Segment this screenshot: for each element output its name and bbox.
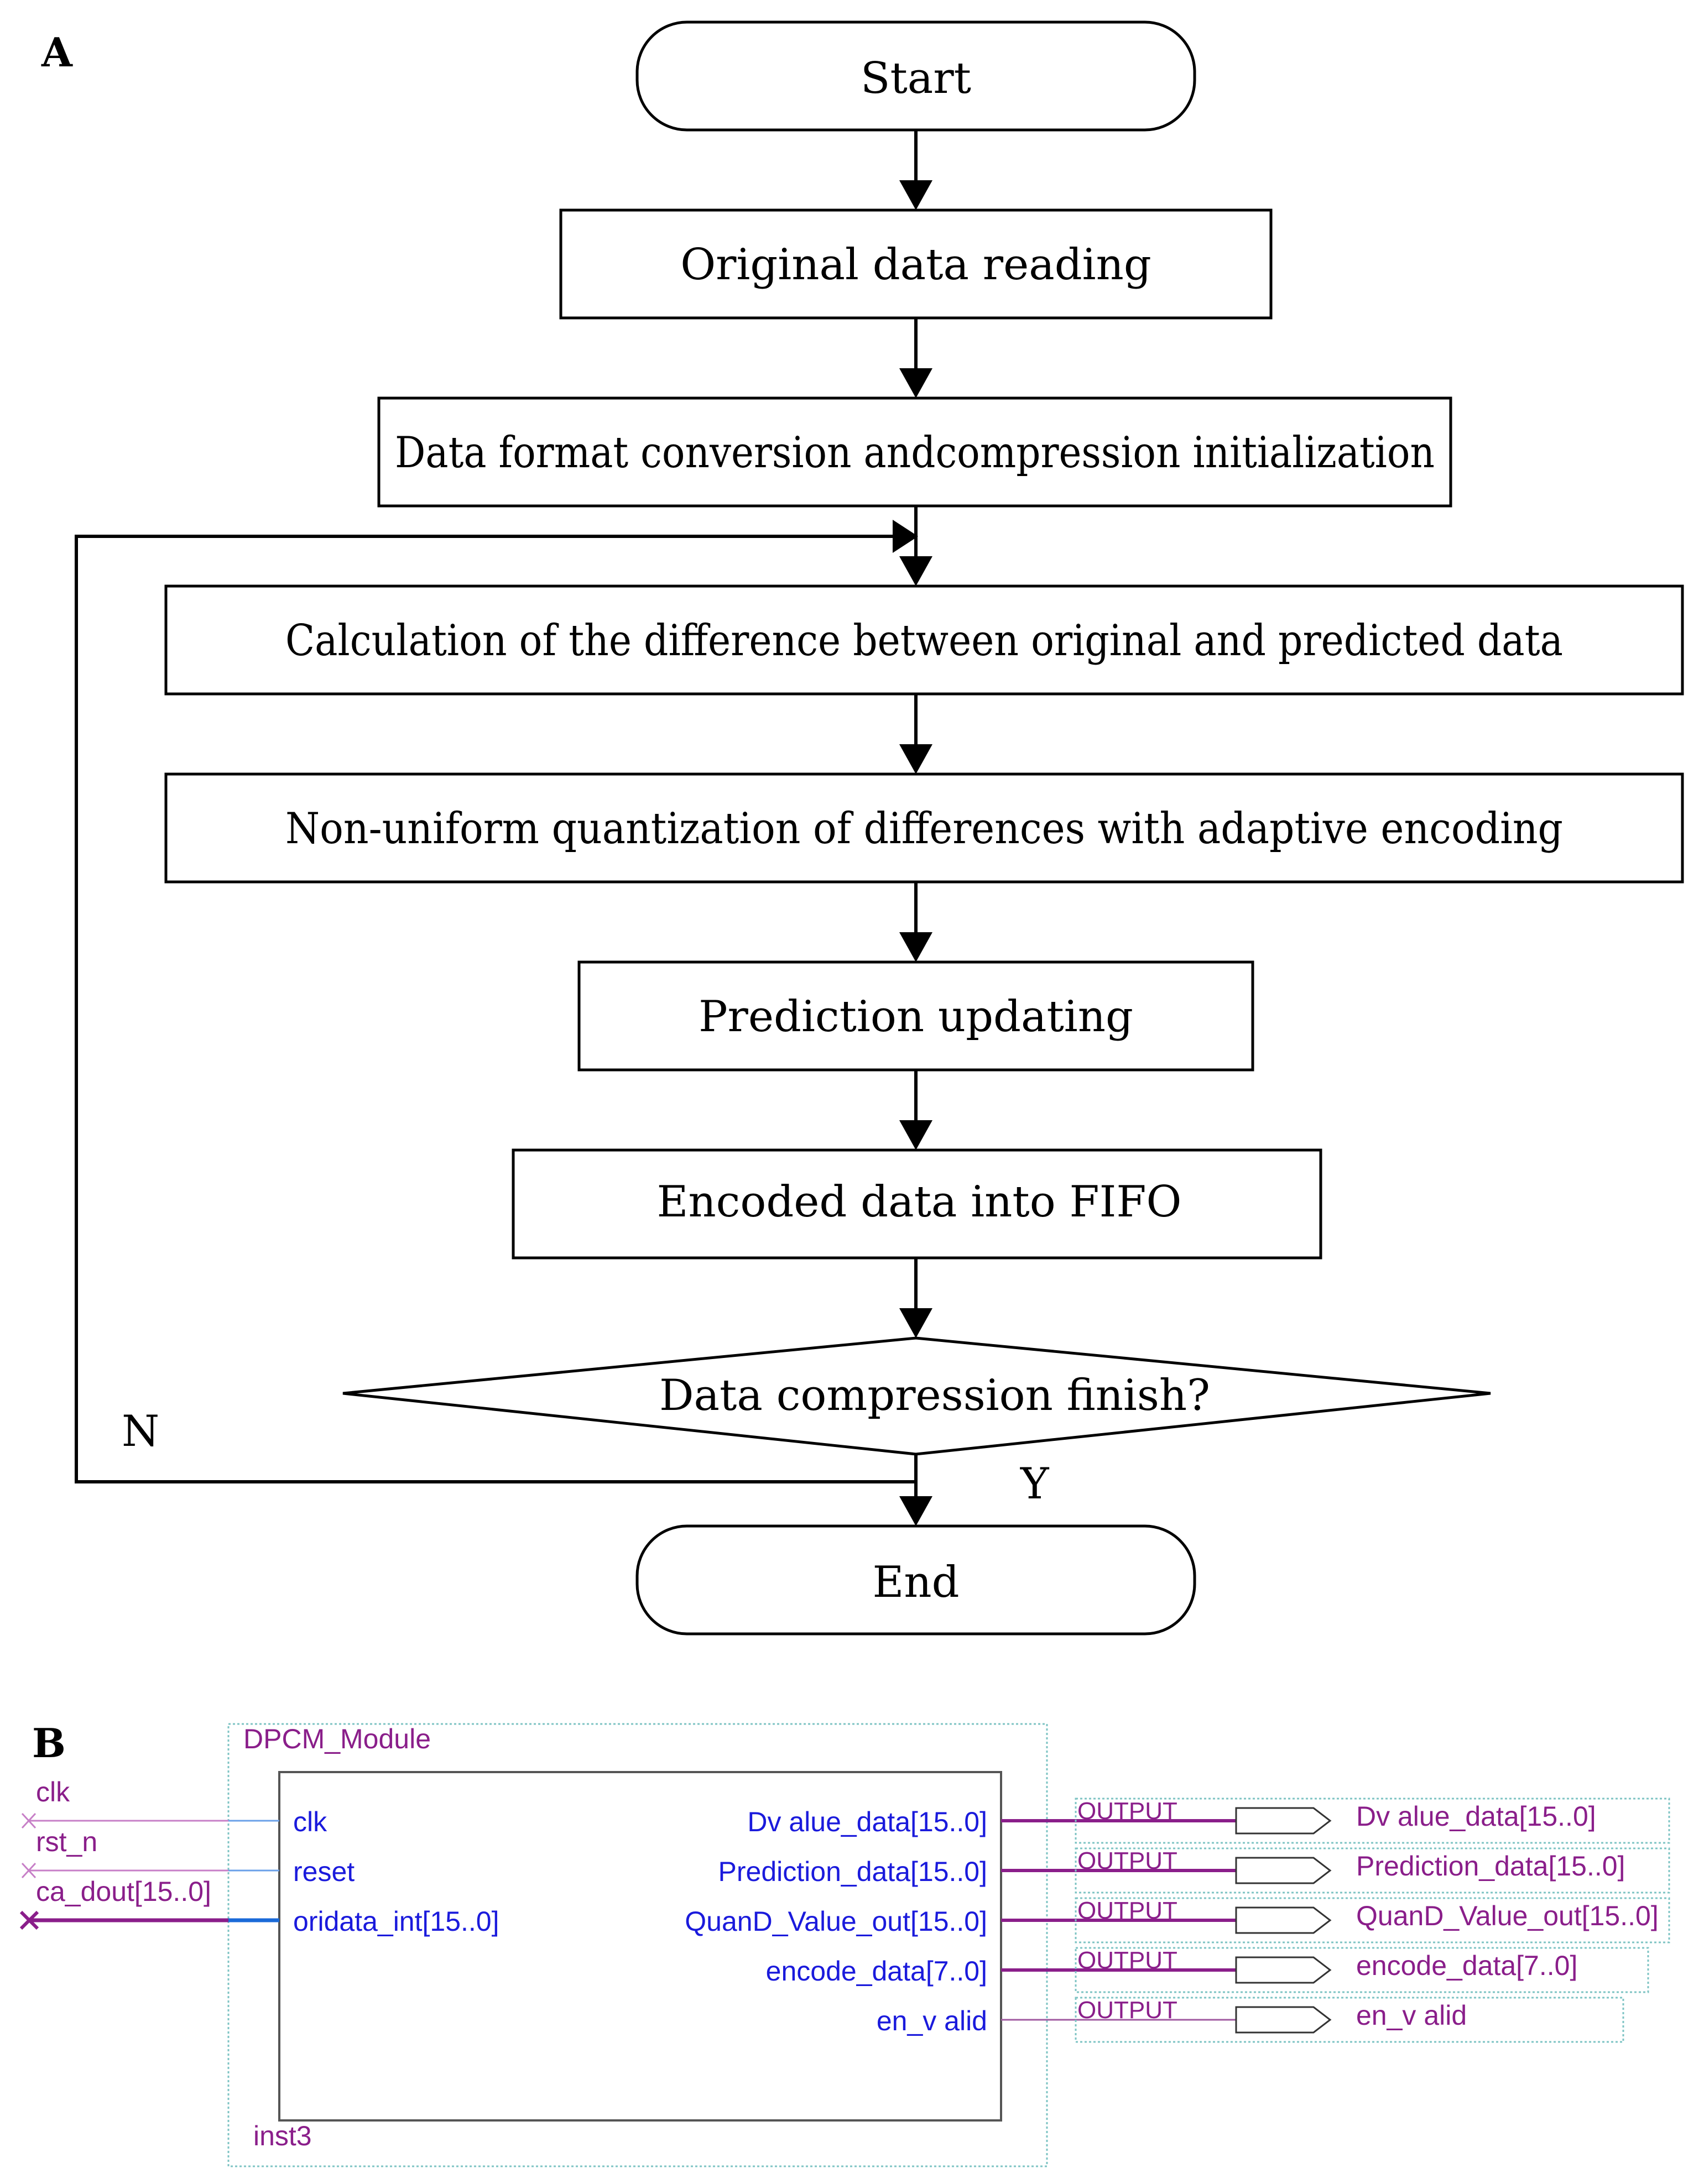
output-pin-symbols — [1235, 1807, 1332, 2034]
step-convert-label: Data format conversion andcompression in… — [395, 428, 1435, 478]
step-predict-label: Prediction updating — [699, 992, 1133, 1042]
port-out-quand: QuanD_Value_out[15..0] — [685, 1906, 987, 1937]
step-diff-label: Calculation of the difference between or… — [285, 616, 1563, 666]
port-in-oridata: oridata_int[15..0] — [293, 1906, 499, 1937]
port-out-encode: encode_data[7..0] — [766, 1956, 987, 1987]
end-label: End — [872, 1558, 959, 1607]
module-block — [278, 1771, 1002, 2122]
output-tags: OUTPUT OUTPUT OUTPUT OUTPUT OUTPUT — [1077, 1798, 1177, 2024]
port-in-reset: reset — [293, 1856, 355, 1887]
output-pin-labels: Dv alue_data[15..0] Prediction_data[15..… — [1356, 1801, 1659, 2031]
output-tag-4: OUTPUT — [1077, 1947, 1177, 1974]
output-wires — [1001, 1819, 1236, 2021]
decision-node: Data compression finish? — [342, 1336, 1491, 1456]
panel-a-label: A — [41, 29, 73, 76]
port-in-clk: clk — [293, 1806, 327, 1837]
end-node: End — [635, 1524, 1196, 1636]
external-input-labels: clk rst_n ca_dout[15..0] — [36, 1777, 211, 1907]
module-name: DPCM_Module — [243, 1723, 431, 1754]
step-read-label: Original data reading — [680, 240, 1151, 290]
output-pin-dvalue: Dv alue_data[15..0] — [1356, 1801, 1596, 1832]
step-quant: Non-uniform quantization of differences … — [164, 772, 1684, 884]
output-pin-encode: encode_data[7..0] — [1356, 1950, 1577, 1981]
ext-input-rst-n: rst_n — [36, 1826, 97, 1857]
output-pin-prediction: Prediction_data[15..0] — [1356, 1851, 1625, 1882]
flow-arrows — [75, 130, 932, 1526]
output-pin-quand: QuanD_Value_out[15..0] — [1356, 1900, 1659, 1931]
output-tag-2: OUTPUT — [1077, 1847, 1177, 1874]
module-frame — [227, 1723, 1048, 2167]
branch-yes-label: Y — [1020, 1459, 1050, 1509]
branch-no-label: N — [122, 1407, 159, 1456]
ext-input-clk: clk — [36, 1777, 70, 1807]
step-quant-label: Non-uniform quantization of differences … — [285, 804, 1563, 854]
start-node: Start — [635, 20, 1196, 132]
port-out-en-valid: en_v alid — [877, 2005, 987, 2036]
step-predict: Prediction updating — [577, 960, 1254, 1072]
panel-b-label: B — [32, 1720, 66, 1767]
port-out-dvalue: Dv alue_data[15..0] — [747, 1806, 987, 1837]
output-pin-frames — [1075, 1798, 1670, 2043]
port-out-prediction: Prediction_data[15..0] — [718, 1856, 987, 1887]
output-tag-3: OUTPUT — [1077, 1897, 1177, 1924]
step-fifo: Encoded data into FIFO — [512, 1148, 1322, 1260]
instance-name: inst3 — [253, 2120, 312, 2151]
output-pin-en-valid: en_v alid — [1356, 2000, 1467, 2031]
decision-label: Data compression finish? — [659, 1371, 1210, 1420]
output-tag-1: OUTPUT — [1077, 1798, 1177, 1825]
input-port-labels: clk reset oridata_int[15..0] — [293, 1806, 499, 1937]
step-read: Original data reading — [559, 208, 1273, 320]
step-fifo-label: Encoded data into FIFO — [657, 1177, 1182, 1227]
step-convert: Data format conversion andcompression in… — [377, 396, 1452, 508]
output-port-labels: Dv alue_data[15..0] Prediction_data[15..… — [685, 1806, 987, 2036]
input-wires — [19, 1812, 279, 1930]
step-diff: Calculation of the difference between or… — [164, 584, 1684, 696]
output-tag-5: OUTPUT — [1077, 1997, 1177, 2024]
ext-input-ca-dout: ca_dout[15..0] — [36, 1876, 211, 1907]
start-label: Start — [861, 54, 971, 103]
